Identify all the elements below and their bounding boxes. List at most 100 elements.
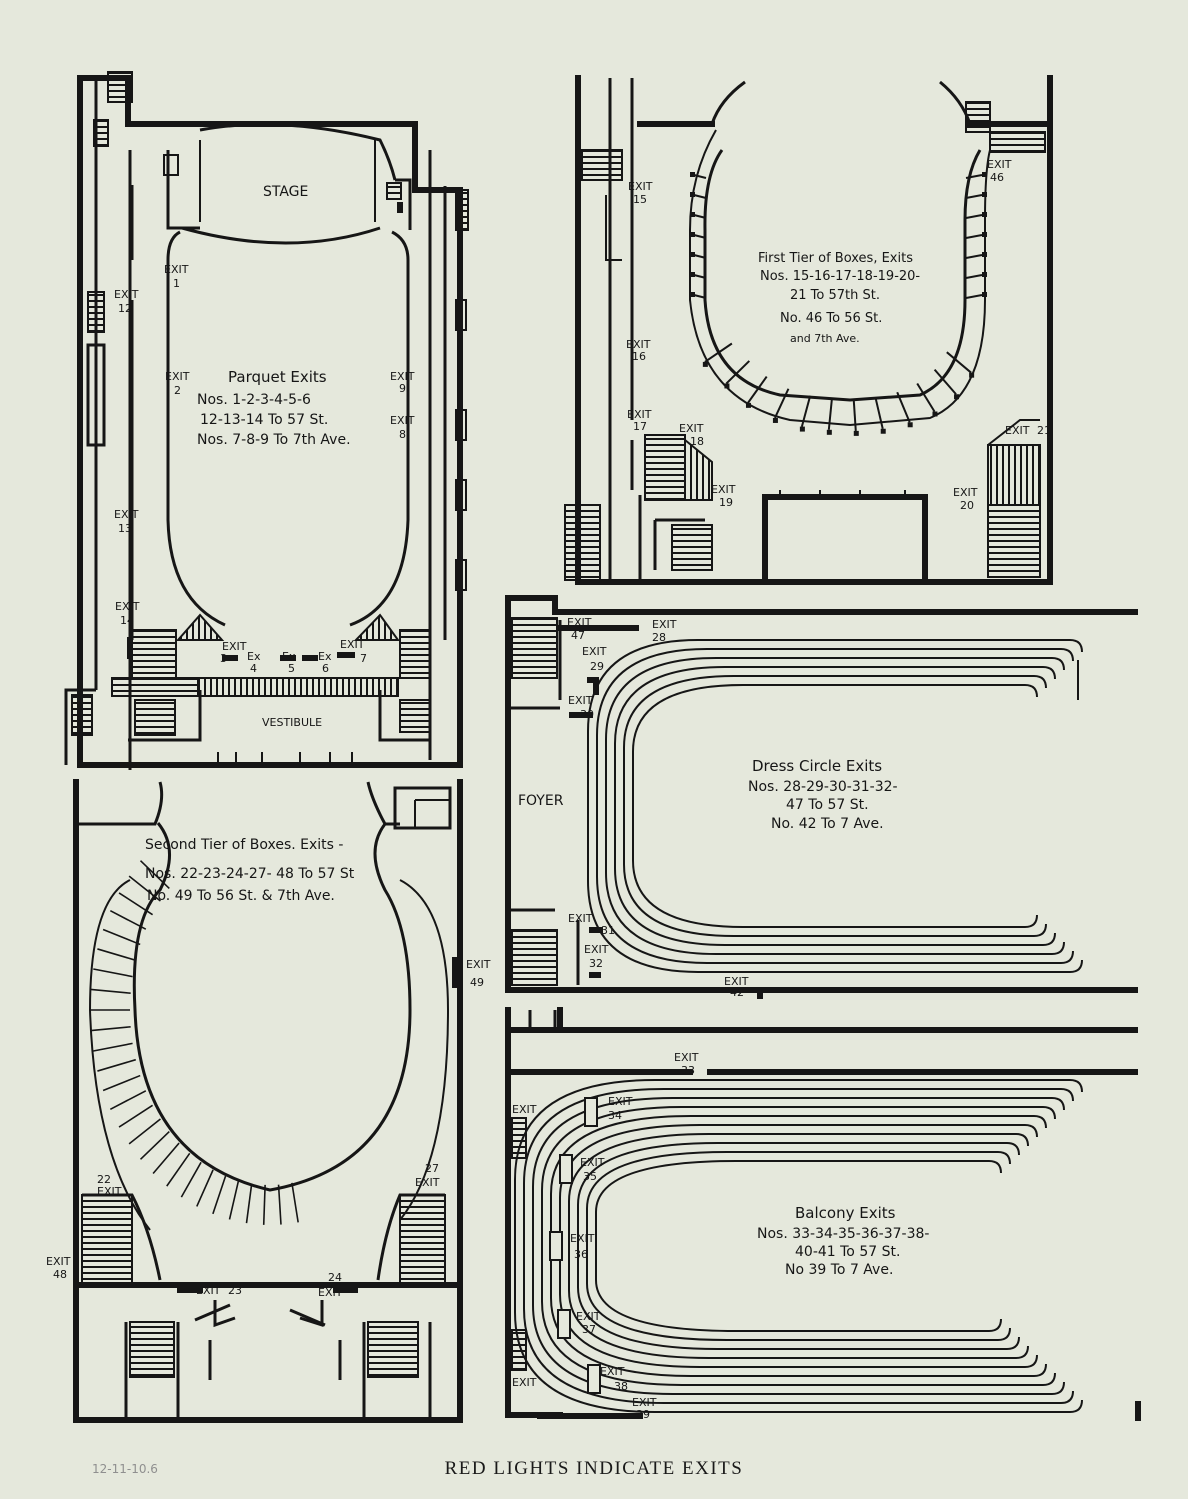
seat-row-end — [1069, 1079, 1083, 1093]
parquet-heading: Parquet Exits — [228, 368, 327, 386]
seat-row-end — [988, 1160, 1002, 1174]
balcony-exit-door — [587, 1364, 601, 1394]
box-partition — [852, 399, 857, 431]
seat-row — [514, 1079, 1070, 1413]
seat-row-end — [1015, 1133, 1029, 1147]
exit-20-number: 20 — [960, 499, 974, 512]
box-partition — [774, 388, 790, 419]
exit-48-number: 48 — [53, 1268, 67, 1281]
seat-row — [577, 1142, 1007, 1350]
box-partition — [212, 1175, 227, 1215]
exit-33-word: EXIT — [674, 1051, 699, 1064]
exit-35-number: 35 — [583, 1170, 597, 1183]
box-partition — [102, 928, 141, 946]
exit-15-word: EXIT — [628, 180, 653, 193]
exit-2-word: EXIT — [165, 370, 190, 383]
exit-1-number: 1 — [173, 277, 180, 290]
seat-row-end — [1024, 1124, 1038, 1138]
exit-32-number: 32 — [589, 957, 603, 970]
box-partition — [704, 342, 733, 363]
box-partition — [933, 368, 957, 395]
box-partition — [896, 391, 911, 423]
first-tier-box-rows — [690, 172, 987, 436]
first-tier-line-2: 21 To 57th St. — [790, 288, 880, 303]
exit-8-number: 8 — [399, 428, 406, 441]
box-seat-mark — [745, 402, 751, 408]
exit-20-word: EXIT — [953, 486, 978, 499]
exit-41-word: EXIT — [512, 1376, 537, 1389]
exit-34-word: EXIT — [608, 1095, 633, 1108]
box-partition — [180, 1161, 202, 1198]
seat-row-end — [1033, 1363, 1047, 1377]
parquet-line-1: Nos. 1-2-3-4-5-6 — [197, 392, 311, 408]
stage-label: STAGE — [263, 184, 308, 200]
seat-row-end — [988, 1318, 1002, 1332]
box-partition — [196, 1169, 214, 1207]
box-seat-mark — [690, 212, 695, 217]
pencil-date-note: 12-11-10.6 — [92, 1462, 158, 1476]
box-seat-mark — [690, 192, 695, 197]
exit-9-number: 9 — [399, 382, 406, 395]
box-partition — [93, 968, 133, 978]
box-partition — [139, 1130, 170, 1160]
balcony-heading: Balcony Exits — [795, 1204, 896, 1222]
box-seat-mark — [724, 383, 730, 389]
seat-row — [586, 1151, 998, 1341]
box-seat-mark — [982, 252, 987, 257]
exit-22-word: EXIT — [97, 1185, 122, 1198]
seat-row — [587, 639, 1070, 973]
box-partition — [228, 1180, 240, 1220]
first-tier-heading: First Tier of Boxes, Exits — [758, 251, 913, 266]
exit-28-number: 28 — [652, 631, 666, 644]
dress-circle-line-3: No. 42 To 7 Ave. — [771, 816, 884, 832]
foyer-label: FOYER — [518, 793, 564, 809]
second-tier-heading: Second Tier of Boxes. Exits - — [145, 837, 343, 853]
exit-47-word: EXIT — [567, 616, 592, 629]
parquet-labels: STAGE VESTIBULE Parquet Exits Nos. 1-2-3… — [197, 184, 351, 729]
seat-row — [532, 1097, 1052, 1395]
box-partition — [965, 254, 983, 259]
box-seat-mark — [702, 361, 708, 367]
dress-circle-plan — [505, 595, 1138, 999]
second-tier-plan — [73, 779, 463, 1423]
box-seat-mark — [690, 272, 695, 277]
exit-8-word: EXIT — [390, 414, 415, 427]
box-seat-mark — [690, 172, 695, 177]
box-seat-mark — [799, 426, 805, 432]
box-seat-mark — [853, 430, 859, 436]
box-partition — [90, 1025, 131, 1032]
box-partition — [693, 194, 707, 199]
exit-16-word: EXIT — [626, 338, 651, 351]
exit-49-word: EXIT — [466, 958, 491, 971]
exit-39-word: EXIT — [632, 1396, 657, 1409]
balcony-exit-door — [557, 1309, 571, 1339]
exit-2-number: 2 — [174, 384, 181, 397]
seat-row-end — [1060, 648, 1074, 662]
seat-row-end — [1060, 1390, 1074, 1404]
dress-circle-seat-rows — [587, 639, 1083, 973]
exit-4-number: 4 — [250, 662, 257, 675]
box-partition — [109, 1090, 147, 1110]
box-seat-mark — [954, 394, 960, 400]
box-seat-mark — [690, 252, 695, 257]
seat-row-end — [1051, 1381, 1065, 1395]
dress-circle-line-1: Nos. 28-29-30-31-32- — [748, 779, 898, 795]
exit-33-number: 33 — [681, 1064, 695, 1077]
seat-row — [523, 1088, 1061, 1404]
seat-row — [595, 1160, 989, 1332]
exit-37-word: EXIT — [576, 1310, 601, 1323]
exit-46-number: 46 — [990, 171, 1004, 184]
exit-49-number: 49 — [470, 976, 484, 989]
seat-row-end — [1060, 1088, 1074, 1102]
box-partition — [109, 910, 147, 930]
balcony-exit-door — [584, 1097, 598, 1127]
exit-7-word: EXIT — [340, 638, 365, 651]
exit-17-number: 17 — [633, 420, 647, 433]
exit-16-number: 16 — [632, 350, 646, 363]
dress-circle-line-2: 47 To 57 St. — [786, 797, 869, 813]
box-seat-mark — [969, 372, 975, 378]
exit-36-number: 36 — [574, 1248, 588, 1261]
second-tier-line-1: Nos. 22-23-24-27- 48 To 57 St — [145, 866, 355, 882]
balcony-line-2: 40-41 To 57 St. — [795, 1244, 900, 1260]
box-partition — [965, 294, 983, 299]
